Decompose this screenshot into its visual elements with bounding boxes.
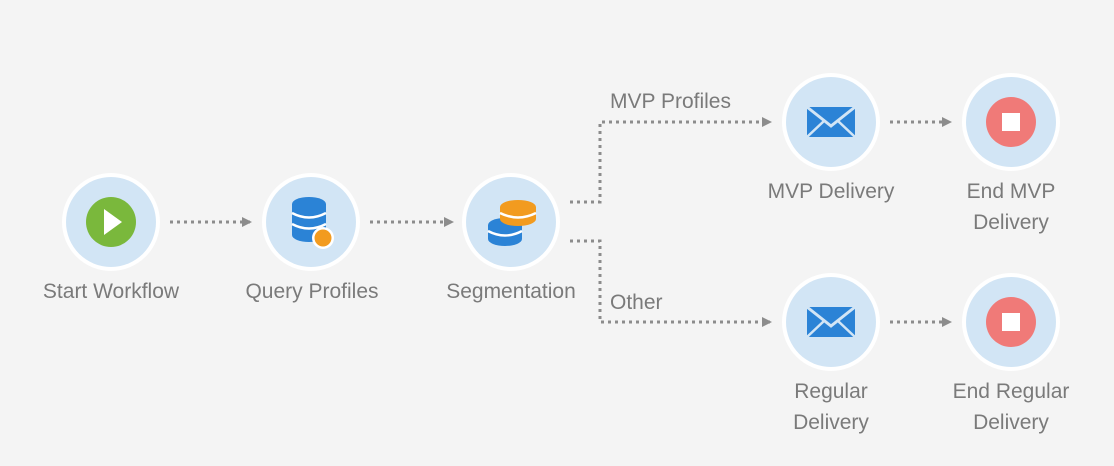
start-workflow-label: Start Workflow	[42, 280, 180, 303]
end-regular-delivery-label-line2: Delivery	[973, 411, 1049, 434]
query-profiles-node[interactable]	[266, 177, 356, 267]
segmentation-label: Segmentation	[446, 280, 576, 303]
stop-icon	[986, 297, 1036, 347]
end-regular-delivery-node[interactable]	[966, 277, 1056, 367]
regular-delivery-label-line2: Delivery	[793, 411, 869, 434]
end-regular-delivery-label: End Regular Delivery	[911, 376, 1111, 438]
envelope-icon	[806, 105, 856, 138]
mvp-delivery-label: MVP Delivery	[731, 176, 931, 207]
segmentation-node[interactable]	[466, 177, 556, 267]
database-query-icon	[291, 197, 334, 249]
edge-label-other: Other	[610, 291, 663, 314]
end-mvp-delivery-label-line1: End MVP	[966, 180, 1056, 203]
edge-label-mvp-profiles: MVP Profiles	[610, 90, 731, 113]
end-mvp-delivery-label: End MVP Delivery	[911, 176, 1111, 238]
end-regular-delivery-label-line1: End Regular	[952, 380, 1070, 403]
stop-icon	[986, 97, 1036, 147]
regular-delivery-node[interactable]	[786, 277, 876, 367]
regular-delivery-label-line1: Regular	[794, 380, 868, 403]
connector-segmentation-to-mvp	[570, 117, 772, 204]
end-mvp-delivery-node[interactable]	[966, 77, 1056, 167]
mvp-delivery-label-line1: MVP Delivery	[767, 180, 895, 203]
mvp-delivery-node[interactable]	[786, 77, 876, 167]
envelope-icon	[806, 305, 856, 338]
end-mvp-delivery-label-line2: Delivery	[973, 211, 1049, 234]
regular-delivery-label: Regular Delivery	[731, 376, 931, 438]
play-icon	[86, 197, 136, 247]
query-profiles-label: Query Profiles	[245, 280, 379, 303]
connector-segmentation-to-regular	[570, 239, 772, 327]
start-workflow-node[interactable]	[66, 177, 156, 267]
database-split-icon	[487, 200, 537, 246]
